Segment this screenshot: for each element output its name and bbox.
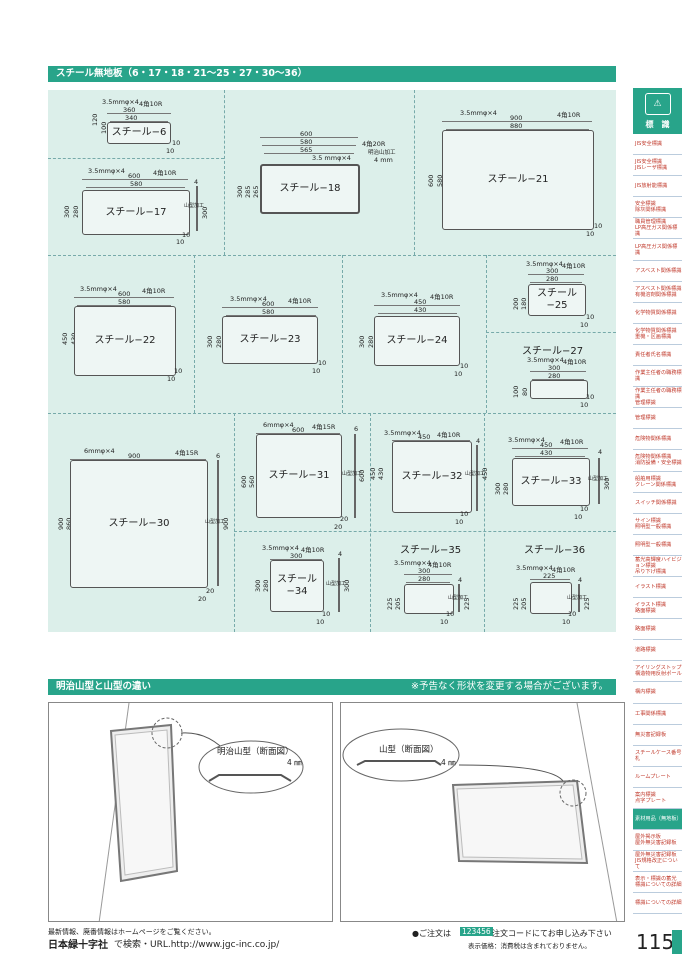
meiji-yama-illustration [98, 703, 304, 921]
sidebar-item[interactable]: 危険物関係標識 消防設備・安全標識 [633, 450, 682, 472]
meiji-yama-thickness: 4 ㎜ [287, 758, 302, 767]
sidebar-item[interactable]: 工事関係標識 [633, 704, 682, 725]
panel-meiji-yama: 明治山型（断面図） 4 ㎜ [48, 702, 333, 922]
plate-s31: スチール−31 [256, 434, 342, 518]
sidebar-header: ⚠ 標 識 [633, 88, 682, 134]
plate-s34: スチール −34 [270, 560, 324, 612]
footer-url[interactable]: で検索・URL.http://www.jgc-inc.co.jp/ [114, 940, 280, 950]
sidebar-item[interactable]: 化学物質関係標識 [633, 303, 682, 324]
sidebar-item[interactable]: JIS安全標識 JISレーザ標識 [633, 155, 682, 177]
page-number: 115 [636, 930, 675, 954]
plate-s21: スチール−21 [442, 130, 594, 230]
plate-s30: スチール−30 [70, 460, 208, 588]
order-prefix: ●ご注文は [412, 929, 451, 938]
sidebar-item[interactable]: 標識についての詳細 [633, 893, 682, 915]
sidebar-item[interactable]: 屋外無災害記録板 JIS規格改正について [633, 851, 682, 873]
sidebar-item[interactable]: LP高圧ガス関係標識 [633, 239, 682, 261]
sidebar-item[interactable]: 道路標識 [633, 640, 682, 662]
plate-s6: スチール−6 [107, 122, 171, 144]
sidebar-item[interactable]: アスベスト関係標識 [633, 261, 682, 282]
page-tab [672, 930, 682, 954]
sidebar-item[interactable]: 船舶用標識 クレーン関係標識 [633, 472, 682, 493]
sidebar-item[interactable]: 路面標識 [633, 619, 682, 641]
sidebar-item[interactable]: 屋外掲示板 屋外無災害記録板 [633, 830, 682, 852]
sidebar-item[interactable]: 表示・標識の蓄光 標識についての詳細 [633, 872, 682, 894]
section-title-steel-plates: スチール無地板（6・17・18・21〜25・27・30〜36） [48, 66, 616, 82]
panel-yama: 山型（断面図） 4 ㎜ [340, 702, 625, 922]
plate-s32: スチール−32 [392, 441, 472, 513]
sidebar-item[interactable]: JIS安全標識 [633, 134, 682, 156]
sidebar-item[interactable]: 作業主任者の職務標識 [633, 366, 682, 388]
sidebar-item[interactable]: 責任者氏名標識 [633, 345, 682, 367]
sidebar-item[interactable]: 構内標識 [633, 682, 682, 704]
sidebar-item[interactable]: 蓄光高輝度ハイビジョン標識 吊り下げ標識 [633, 556, 682, 577]
sidebar-item[interactable]: JIS放射能標識 [633, 176, 682, 198]
meiji-yama-label: 明治山型（断面図） [217, 747, 294, 757]
price-note: 表示価格：消費税は含まれておりません。 [468, 942, 591, 950]
sidebar-item[interactable]: 作業主任者の職務標識 管理標識 [633, 387, 682, 409]
notice-text: ※予告なく形状を変更する場合がございます。 [410, 681, 608, 692]
footer-company: 日本緑十字社 [48, 940, 108, 951]
sidebar-item[interactable]: イラスト標識 [633, 577, 682, 599]
sidebar-item[interactable]: 照明型一般標識 [633, 535, 682, 556]
sidebar-item[interactable]: アイリングストップ 構造物用反射ポール [633, 661, 682, 683]
sidebar-item[interactable]: 素材用品（無地板） [633, 809, 682, 831]
sidebar-item[interactable]: アスベスト関係標識 有機溶剤関係標識 [633, 282, 682, 303]
plate-s36 [530, 582, 572, 614]
order-suffix: 注文コードにてお申し込み下さい [492, 929, 612, 938]
plate-s35 [404, 584, 454, 614]
sidebar-item[interactable]: 職員管理標識 LP高圧ガス関係標識 [633, 218, 682, 240]
footer-info: 最新情報、廃番情報はホームページをご覧ください。 [48, 928, 216, 936]
plate-s22: スチール−22 [74, 306, 176, 376]
sidebar-item[interactable]: サイン標識 照明型一般標識 [633, 514, 682, 535]
sidebar-item[interactable]: スイッチ関係標識 [633, 493, 682, 514]
sidebar-item[interactable]: 安全標識 除灰関係標識 [633, 197, 682, 219]
plate-s23: スチール−23 [222, 316, 318, 364]
order-code-badge: 123456 [460, 927, 493, 936]
sign-icon: ⚠ [644, 93, 671, 115]
sidebar-item[interactable]: 案内標識 点字プレート [633, 788, 682, 809]
sidebar-item[interactable]: スチールケース番号札 [633, 746, 682, 767]
plate-s18: スチール−18 [260, 164, 360, 214]
sidebar-item[interactable]: 危険物関係標識 [633, 429, 682, 451]
plate-s33: スチール−33 [512, 458, 590, 506]
yama-thickness: 4 ㎜ [441, 758, 456, 767]
sidebar-item[interactable]: イラスト標識 路面標識 [633, 598, 682, 620]
sidebar-item[interactable]: ルームプレート [633, 767, 682, 788]
plate-s27 [530, 380, 588, 399]
yama-illustration [342, 703, 618, 921]
sidebar-item[interactable]: 無災害記録板 [633, 725, 682, 746]
yama-label: 山型（断面図） [379, 745, 439, 755]
sidebar-item[interactable]: 管理標識 [633, 408, 682, 430]
sidebar-item[interactable]: 化学物質関係標識 重機・区画標識 [633, 324, 682, 345]
plate-s25: スチール −25 [528, 284, 586, 316]
section-title-shape-difference: 明治山型と山型の違い ※予告なく形状を変更する場合がございます。 [48, 679, 616, 695]
plate-s17: スチール−17 [82, 190, 190, 235]
plate-s24: スチール−24 [374, 316, 460, 366]
